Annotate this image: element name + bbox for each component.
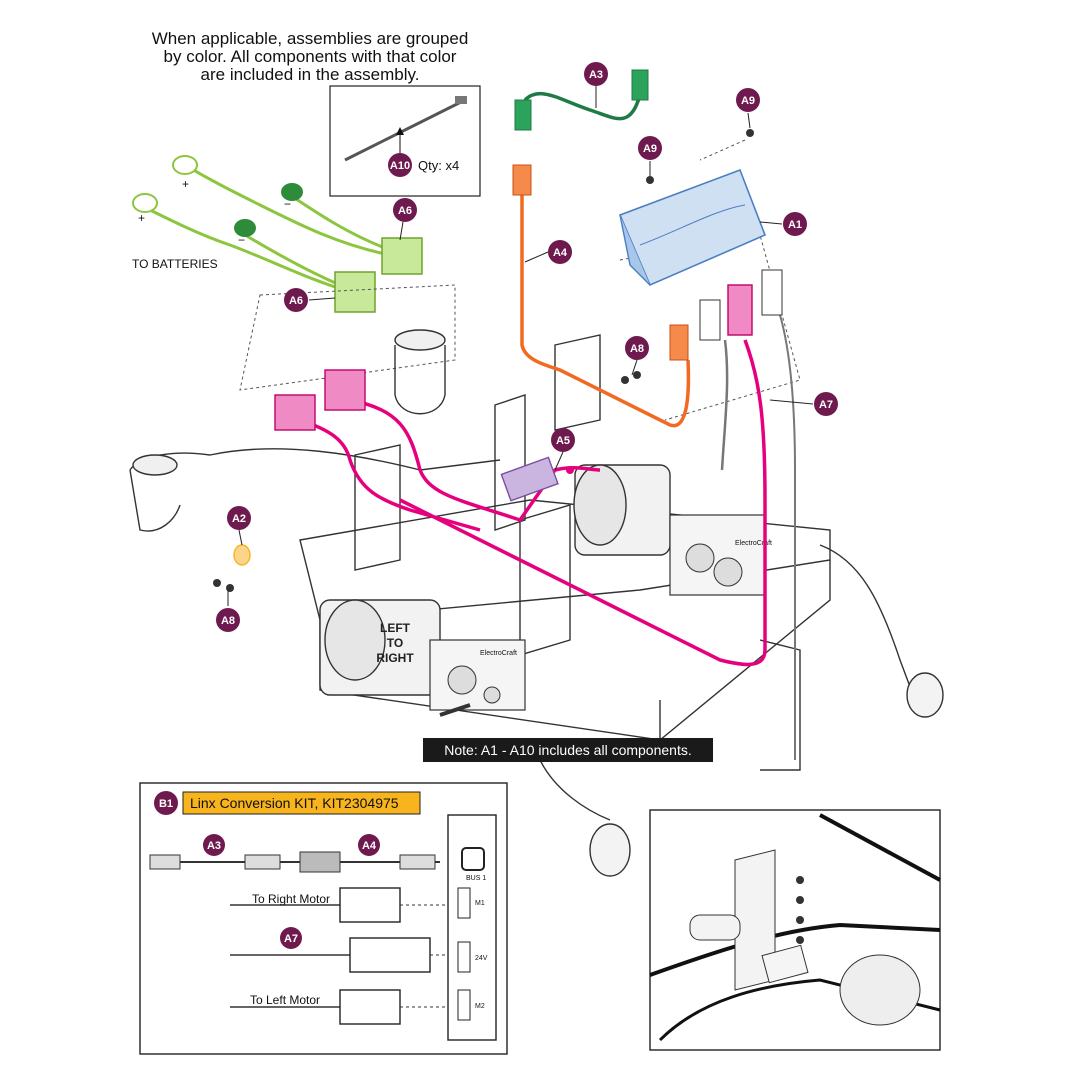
a5-breaker [500, 456, 574, 502]
a7-connector-top [727, 284, 753, 336]
header-line-2: by color. All components with that color [164, 47, 457, 66]
kit-title: Linx Conversion KIT, KIT2304975 [190, 795, 399, 811]
motor-text-to: TO [387, 636, 403, 650]
motor-left: LEFT TO RIGHT ElectroCraft [319, 599, 526, 717]
note-bar: Note: A1 - A10 includes all components. [423, 738, 713, 762]
callout-a5: A5 [556, 435, 570, 447]
header-line-3: are included in the assembly. [201, 65, 420, 84]
note-text: Note: A1 - A10 includes all components. [444, 742, 691, 758]
kit-a7: A7 [284, 933, 298, 945]
callout-a3-circle [584, 62, 608, 86]
kit-a3: A3 [207, 840, 221, 852]
motor-brand-right: ElectroCraft [735, 540, 772, 547]
header-line-1: When applicable, assemblies are grouped [152, 29, 469, 48]
screws [213, 129, 754, 592]
motor-plug-2 [761, 269, 783, 316]
battery-cap-1 [281, 183, 303, 201]
plus-1: + [182, 177, 189, 191]
minus-1: − [284, 197, 291, 211]
callout-a9-mid: A9 [643, 143, 657, 155]
callout-a7: A7 [819, 399, 833, 411]
kit-callout-b1: B1 [159, 798, 173, 810]
caster-wheel-right [906, 672, 944, 718]
callout-a10: A10 [390, 160, 410, 172]
cable-tie-inset: A10 Qty: x4 [329, 85, 481, 197]
kit-m1-label: M1 [475, 900, 485, 907]
battery-cap-2 [234, 219, 256, 237]
battery-connector-2 [334, 271, 376, 313]
tie-qty: Qty: x4 [418, 158, 459, 173]
battery-harness [132, 155, 391, 292]
motor-right: ElectroCraft [573, 464, 772, 596]
a4-cable [512, 164, 691, 428]
a7-connector-batt-2 [274, 394, 316, 431]
motor-plug-1 [699, 299, 721, 341]
callout-a3: A3 [589, 69, 603, 81]
kit-to-right-motor: To Right Motor [252, 892, 330, 906]
a1-controller [618, 168, 767, 287]
leader-lines [227, 86, 814, 606]
kit-batt-label: 24V [475, 955, 488, 962]
motor-text-right: RIGHT [376, 651, 414, 665]
caster-wheel-front [589, 823, 631, 877]
minus-2: − [238, 233, 245, 247]
kit-bus-label: BUS 1 [466, 875, 486, 882]
detail-inset [649, 809, 941, 1051]
kit-box: B1 Linx Conversion KIT, KIT2304975 A3 A4… [139, 782, 508, 1055]
a7-connector-batt-1 [324, 369, 366, 411]
to-batteries-label: TO BATTERIES [132, 257, 218, 271]
header-note: When applicable, assemblies are grouped … [152, 29, 469, 84]
callout-a8-top: A8 [630, 343, 644, 355]
a3-cable [514, 69, 649, 131]
callout-a4: A4 [553, 247, 568, 259]
motor-brand-left: ElectroCraft [480, 650, 517, 657]
callout-a9-top: A9 [741, 95, 755, 107]
plus-2: + [138, 211, 145, 225]
motor-text-left: LEFT [380, 621, 411, 635]
callout-a6-bottom: A6 [289, 295, 303, 307]
a7-harness [299, 314, 796, 760]
callout-a2: A2 [232, 513, 246, 525]
callout-a1: A1 [788, 219, 802, 231]
battery-connector-1 [381, 237, 423, 275]
kit-to-left-motor: To Left Motor [250, 993, 320, 1007]
callouts: A3 A9 A9 A1 A4 A6 A6 A8 A7 A5 A2 A8 [216, 62, 838, 632]
kit-a4: A4 [362, 840, 377, 852]
callout-a8-bottom: A8 [221, 615, 235, 627]
cable-tie-icon [344, 98, 466, 162]
callout-a6-top: A6 [398, 205, 412, 217]
a2-part [233, 544, 251, 566]
kit-m2-label: M2 [475, 1003, 485, 1010]
